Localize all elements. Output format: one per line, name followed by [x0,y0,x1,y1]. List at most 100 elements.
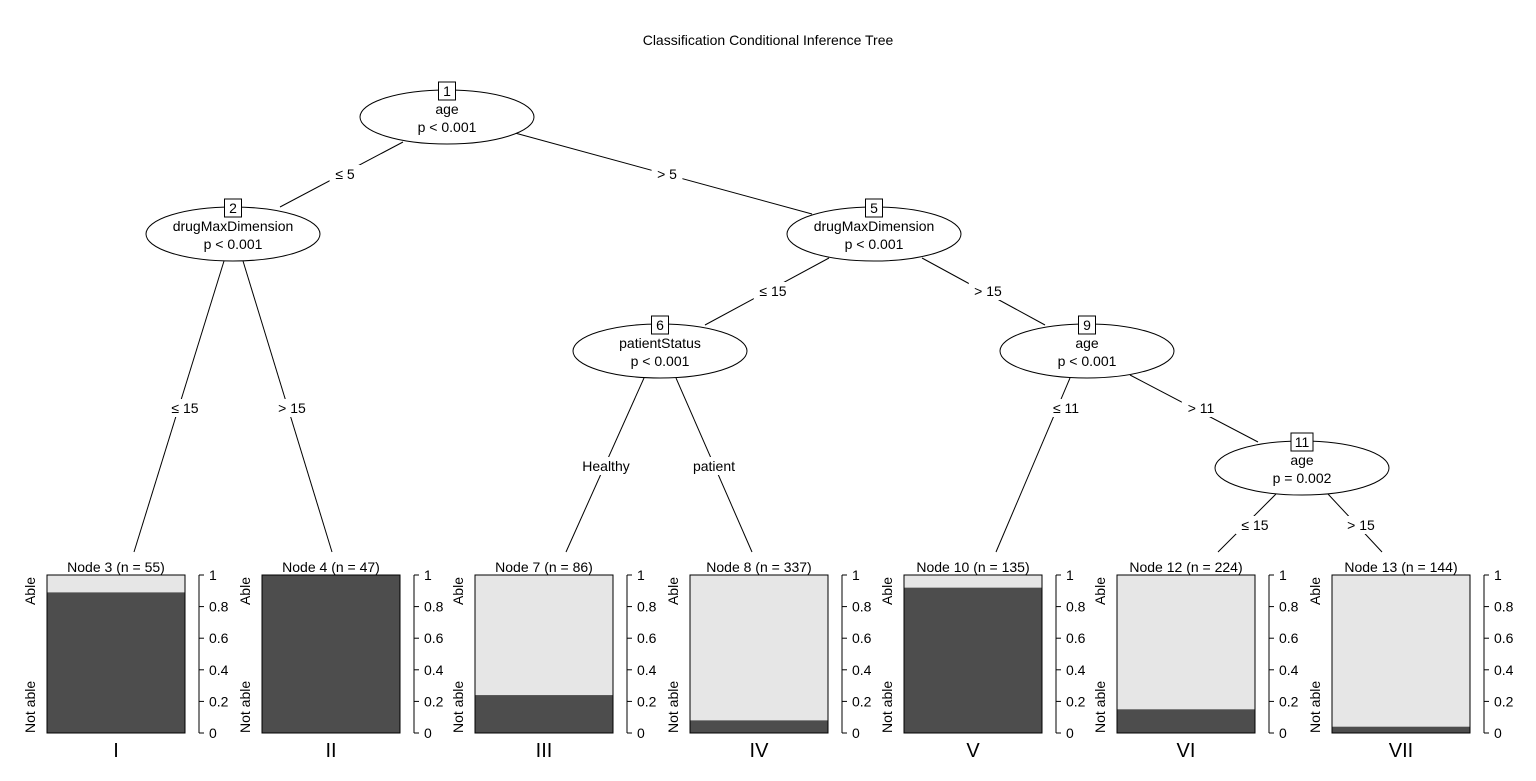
bar-frame [903,574,1043,734]
class-label-able: Able [450,577,466,605]
not-able-bar-segment [47,592,185,733]
edge-label-2-3: ≤ 15 [171,400,198,416]
edge-label-background [272,399,312,417]
node-id: 2 [229,200,237,216]
edge-label-5-9: > 15 [974,283,1002,299]
y-axis-tick-label: 0.4 [852,662,872,678]
class-label-not-able: Not able [450,681,466,733]
edge-label-background [683,457,745,475]
edge-label-2-4: > 15 [278,400,306,416]
y-axis-tick-label: 0.4 [424,662,444,678]
not-able-bar-segment [1117,709,1255,733]
node-variable: age [1075,335,1099,351]
edge-label-background [1181,399,1221,417]
y-axis-tick-label: 0.8 [1066,599,1086,615]
node-p-value: p = 0.002 [1273,470,1332,486]
y-axis-tick-label: 0.6 [1066,630,1086,646]
node-p-value: p < 0.001 [845,236,904,252]
y-axis-tick-label: 0 [852,725,860,741]
y-axis-tick-label: 0 [637,725,645,741]
edge-label-5-6: ≤ 15 [759,283,786,299]
class-label-able: Able [1307,577,1323,605]
node-id: 9 [1083,317,1091,333]
y-axis-tick-label: 0.4 [209,662,229,678]
not-able-bar-segment [475,695,613,733]
not-able-bar-segment [262,575,400,733]
node-id-box [651,315,669,335]
y-axis-tick-label: 0 [424,725,432,741]
bar-frame [689,574,829,734]
y-axis-tick-label: 0.6 [209,630,229,646]
y-axis-tick-label: 0.4 [1066,662,1086,678]
y-axis-tick-label: 1 [637,567,645,583]
y-axis-tick-label: 0.8 [1279,599,1299,615]
class-label-not-able: Not able [22,681,38,733]
node-p-value: p < 0.001 [204,236,263,252]
node-variable: age [435,101,459,117]
terminal-node-label: Node 3 (n = 55) [67,559,165,575]
y-axis-tick-label: 0.2 [209,693,229,709]
class-label-not-able: Not able [1092,681,1108,733]
not-able-bar-segment [904,587,1042,733]
edge-label-background [1046,399,1086,417]
edge-label-background [968,282,1008,300]
y-axis-tick-label: 0 [1066,725,1074,741]
y-axis-tick-label: 0.8 [1494,599,1514,615]
able-bar-segment [1332,575,1470,727]
node-id: 6 [656,317,664,333]
class-label-not-able: Not able [237,681,253,733]
terminal-node-label: Node 4 (n = 47) [282,559,380,575]
node-id: 11 [1295,434,1310,450]
class-label-able: Able [1092,577,1108,605]
y-axis-tick-label: 0.8 [424,599,444,615]
y-axis-tick-label: 0.4 [637,662,657,678]
able-bar-segment [1117,575,1255,710]
y-axis-tick-label: 0.2 [1279,693,1299,709]
edge-label-11-13: > 15 [1347,517,1375,533]
y-axis-tick-label: 1 [852,567,860,583]
edge-label-background [753,282,793,300]
edge-label-background [1235,516,1275,534]
class-label-able: Able [22,577,38,605]
y-axis-tick-label: 0.6 [1494,630,1514,646]
node-p-value: p < 0.001 [631,353,690,369]
able-bar-segment [47,575,185,593]
y-axis-tick-label: 0.2 [852,693,872,709]
y-axis-tick-label: 1 [1279,567,1287,583]
edge-label-9-10: ≤ 11 [1053,400,1079,416]
bar-frame [46,574,186,734]
bar-frame [1116,574,1256,734]
y-axis-tick-label: 1 [1494,567,1502,583]
terminal-node-roman-label: VII [1389,740,1413,762]
terminal-node-roman-label: I [113,740,119,762]
terminal-node-roman-label: V [966,740,980,762]
y-axis-tick-label: 0.4 [1494,662,1514,678]
node-id-box [865,198,883,218]
node-id-box [438,81,456,101]
class-label-able: Able [665,577,681,605]
node-variable: age [1290,452,1314,468]
y-axis-tick-label: 0 [1494,725,1502,741]
edge-label-9-11: > 11 [1188,400,1215,416]
node-id-box [224,198,242,218]
terminal-node-label: Node 12 (n = 224) [1129,559,1242,575]
y-axis-tick-label: 0.2 [1066,693,1086,709]
inner-node-11: 11 age p = 0.002 [1214,432,1390,496]
terminal-node-label: Node 13 (n = 144) [1344,559,1457,575]
node-p-value: p < 0.001 [1058,353,1117,369]
y-axis-tick-label: 0.4 [1279,662,1299,678]
y-axis-tick-label: 0 [1279,725,1287,741]
edge-label-background [329,165,361,183]
node-id-box [1078,315,1096,335]
y-axis-tick-label: 0.2 [637,693,657,709]
edge-label-background [1341,516,1381,534]
